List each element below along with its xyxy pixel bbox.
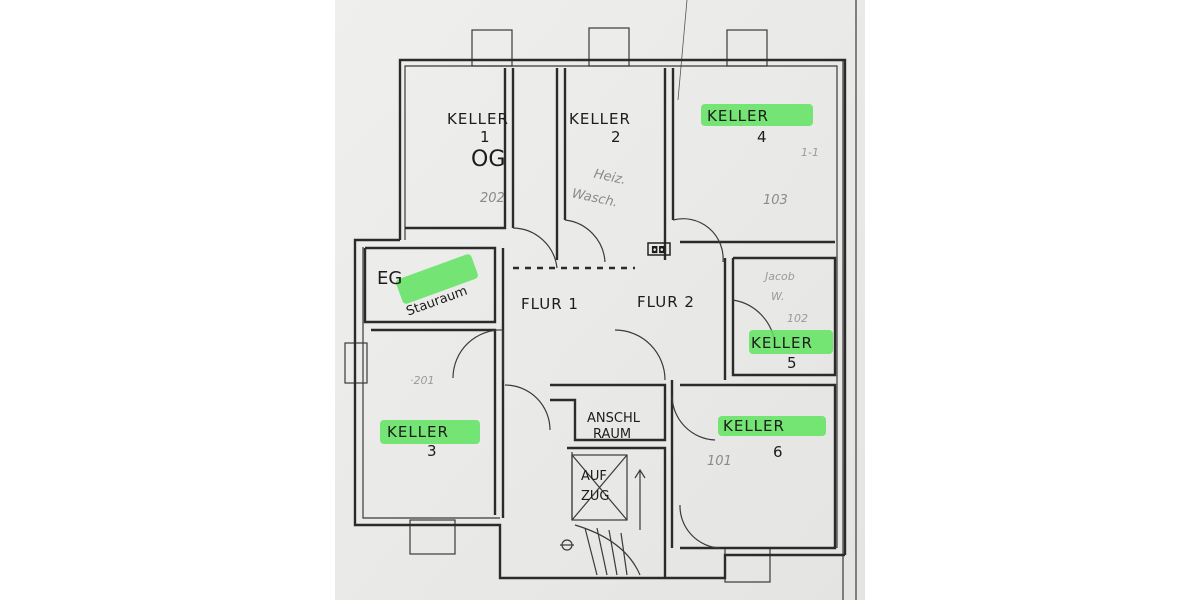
highlight-keller5 bbox=[749, 330, 833, 354]
keller3-label: KELLER bbox=[387, 423, 449, 441]
keller4-number: 4 bbox=[757, 128, 767, 146]
pencil-stroke bbox=[677, 0, 688, 101]
keller2-note-1: Heiz. bbox=[592, 167, 627, 188]
aufzug-line1: AUF bbox=[581, 469, 607, 484]
keller2-label: KELLER bbox=[569, 110, 631, 128]
anschlraum-line1: ANSCHL bbox=[587, 411, 641, 426]
aufzug-line2: ZUG bbox=[581, 489, 610, 504]
keller3-room-no: ·201 bbox=[410, 374, 435, 387]
highlight-stauraum bbox=[396, 254, 478, 304]
floor-plan-photo: ◘◘ KELLER 1 OG 202 KELLER 2 Heiz. Wasch.… bbox=[335, 0, 865, 600]
keller1-number: 1 bbox=[480, 128, 490, 146]
keller5-note-1: Jacob bbox=[763, 270, 795, 283]
keller6-room-no: 101 bbox=[707, 454, 732, 469]
keller5-number: 5 bbox=[787, 354, 797, 372]
outer-walls bbox=[353, 58, 847, 580]
keller5-note-2: W. bbox=[771, 290, 784, 303]
keller5-label: KELLER bbox=[751, 334, 813, 352]
meter-box-label: ◘◘ bbox=[651, 246, 665, 256]
keller6-number: 6 bbox=[773, 443, 783, 461]
floor-plan-drawing: ◘◘ KELLER 1 OG 202 KELLER 2 Heiz. Wasch.… bbox=[335, 0, 865, 600]
highlight-keller3 bbox=[380, 420, 480, 444]
keller1-label: KELLER bbox=[447, 110, 509, 128]
paper-background bbox=[335, 0, 865, 600]
keller5-room-no: 102 bbox=[787, 312, 808, 325]
keller4-label: KELLER bbox=[707, 107, 769, 125]
door-swings bbox=[452, 218, 776, 549]
flur1-label: FLUR 1 bbox=[521, 295, 579, 313]
meter-box bbox=[647, 242, 671, 256]
flur2-label: FLUR 2 bbox=[637, 293, 695, 311]
keller3-number: 3 bbox=[427, 442, 437, 460]
anschlraum-line2: RAUM bbox=[593, 427, 631, 442]
keller4-faint: 1-1 bbox=[801, 146, 819, 159]
keller1-note: OG bbox=[471, 147, 505, 172]
interior-walls bbox=[363, 68, 837, 578]
highlight-keller6 bbox=[718, 416, 826, 436]
staircase bbox=[560, 454, 646, 576]
keller2-number: 2 bbox=[611, 128, 621, 146]
highlight-keller4 bbox=[701, 104, 813, 126]
keller4-room-no: 103 bbox=[763, 193, 788, 208]
keller1-room-no: 202 bbox=[480, 191, 505, 206]
eg-label: EG bbox=[377, 268, 402, 289]
keller6-label: KELLER bbox=[723, 417, 785, 435]
